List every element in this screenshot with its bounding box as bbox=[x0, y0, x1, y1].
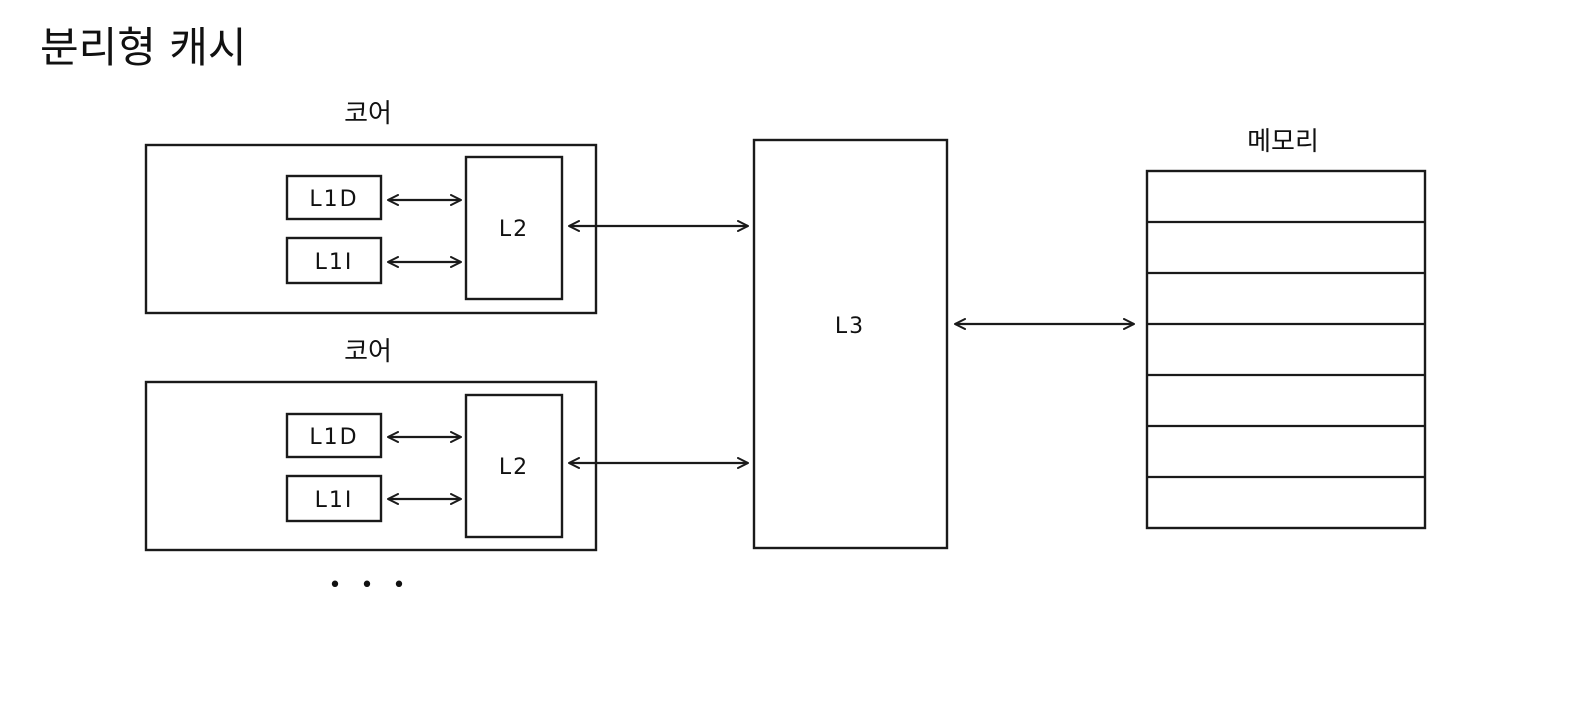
l1d-cache-box bbox=[285, 412, 383, 459]
core-label: 코어 bbox=[344, 99, 392, 129]
l1d-cache-label: L1D bbox=[309, 425, 358, 450]
page-title: 분리형 캐시 bbox=[40, 23, 247, 72]
core-label: 코어 bbox=[344, 337, 392, 367]
l2-cache-box bbox=[464, 393, 564, 539]
l1i-cache-box bbox=[285, 236, 383, 285]
memory-row-dividers bbox=[1147, 220, 1425, 479]
l2-cache-label: L2 bbox=[499, 217, 529, 242]
l3-cache-box bbox=[752, 138, 949, 550]
memory-label: 메모리 bbox=[1247, 127, 1319, 157]
l1d-cache-box bbox=[285, 174, 383, 221]
memory-group: 메모리 bbox=[1145, 127, 1427, 530]
l1i-cache-label: L1I bbox=[315, 250, 354, 275]
l1i-cache-box bbox=[285, 474, 383, 523]
l1i-cache-label: L1I bbox=[315, 488, 354, 513]
l3-cache-label: L3 bbox=[835, 314, 865, 339]
l3-group: L3 bbox=[752, 138, 949, 550]
core-group-2: 코어 L1D L1I L2 bbox=[144, 337, 598, 552]
l1d-cache-label: L1D bbox=[309, 187, 358, 212]
core-group-1: 코어 L1D L1I L2 bbox=[144, 99, 598, 315]
l2-cache-box bbox=[464, 155, 564, 301]
memory-box bbox=[1145, 169, 1427, 530]
l2-cache-label: L2 bbox=[499, 455, 529, 480]
more-cores-ellipsis: • • • bbox=[329, 573, 412, 598]
